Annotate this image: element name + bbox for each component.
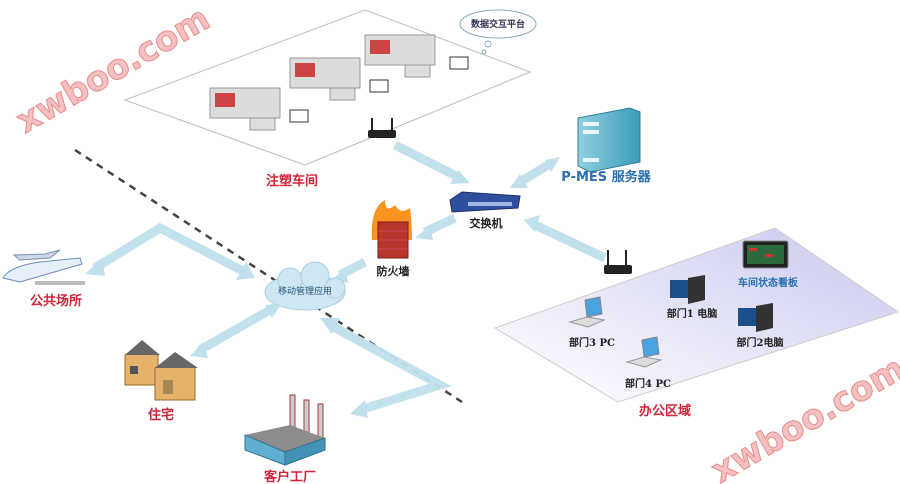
switch-icon: [449, 191, 521, 213]
switch-label: 交换机: [469, 217, 503, 230]
injection-machines: [209, 34, 469, 131]
dashboard-label: 车间状态看板: [738, 278, 798, 289]
data-platform-label: 数据交互平台: [470, 20, 526, 30]
workshop-label: 注塑车间: [265, 174, 319, 189]
arrow-server-switch: [517, 161, 551, 186]
workshop-router-icon: [368, 118, 396, 138]
office-router-icon: [604, 250, 632, 274]
office-plane: [493, 227, 900, 403]
arrow-factory-cloud: [327, 321, 452, 415]
arrow-public-cloud: [92, 222, 248, 276]
customer-factory-label: 客户工厂: [263, 470, 317, 484]
firewall-label: 防火墙: [376, 265, 410, 278]
dept2-label: 部门2电脑: [736, 338, 784, 349]
residence-label: 住宅: [147, 408, 175, 423]
dept4-laptop-icon: [625, 336, 663, 368]
dept4-label: 部门4 PC: [625, 379, 671, 390]
office-area-label: 办公区域: [638, 404, 692, 419]
dashboard-icon: [742, 240, 789, 269]
arrow-cloud-residence: [197, 306, 273, 354]
firewall-icon: [371, 200, 412, 259]
connection-arrows: [92, 140, 607, 415]
dept1-label: 部门1 电脑: [666, 309, 718, 320]
arrow-office-switch: [533, 220, 607, 263]
arrow-router-switch: [392, 140, 463, 183]
arrow-heads: [85, 157, 560, 418]
dept2-computer-icon: [738, 303, 773, 332]
public-place-label: 公共场所: [29, 294, 83, 309]
dept3-label: 部门3 PC: [569, 338, 615, 349]
dept3-laptop-icon: [568, 296, 606, 328]
residence-icon: [124, 340, 198, 401]
server-label: P-MES 服务器: [561, 170, 651, 185]
mobile-app-label: 移动管理应用: [277, 287, 333, 297]
customer-factory-icon: [244, 394, 326, 466]
dept1-computer-icon: [670, 275, 705, 304]
mobile-cloud-icon: [264, 261, 346, 311]
data-platform-cloud-icon: [459, 9, 537, 55]
server-icon: [577, 107, 641, 173]
public-place-icon: [2, 249, 85, 285]
